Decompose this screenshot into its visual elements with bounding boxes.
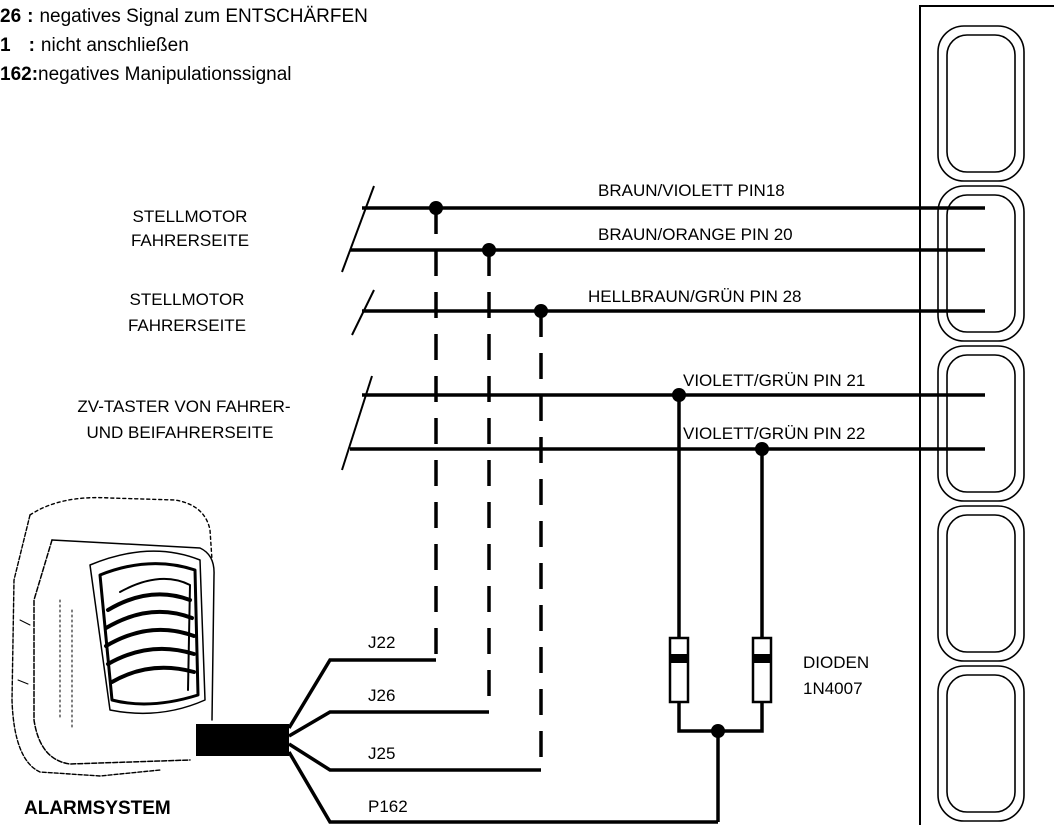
alarm-tap-lines xyxy=(434,208,543,770)
connector-slot xyxy=(937,505,1025,662)
connector-slot xyxy=(937,25,1025,182)
lead-label-j25: J25 xyxy=(368,744,395,763)
connector-block xyxy=(919,5,1054,825)
lead-label-j26: J26 xyxy=(368,686,395,705)
lead-label-p162: P162 xyxy=(368,797,408,816)
alarm-leads xyxy=(287,658,718,824)
wire-label-pin20: BRAUN/ORANGE PIN 20 xyxy=(598,225,793,244)
harness-wires xyxy=(350,206,985,451)
group-stellmotor-2-line1: STELLMOTOR xyxy=(130,290,245,309)
wire-label-pin28: HELLBRAUN/GRÜN PIN 28 xyxy=(588,287,802,306)
connector-frame xyxy=(919,5,1054,825)
diode-icon xyxy=(751,636,773,704)
wire-label-pin18: BRAUN/VIOLETT PIN18 xyxy=(598,181,785,200)
connector-slot xyxy=(937,665,1025,822)
wire-labels: BRAUN/VIOLETT PIN18 BRAUN/ORANGE PIN 20 … xyxy=(588,181,865,443)
diode-circuit xyxy=(668,395,773,822)
junction-pin28 xyxy=(534,304,548,318)
alarm-unit-icon xyxy=(11,496,215,777)
diode-icon xyxy=(668,636,690,704)
junction-dots xyxy=(429,201,769,738)
connector-plug-icon xyxy=(196,724,289,756)
legend: 26:negatives Signal zum ENTSCHÄRFEN 1:ni… xyxy=(0,6,368,85)
alarm-system-label: ALARMSYSTEM xyxy=(24,798,171,819)
legend-item-26: 26:negatives Signal zum ENTSCHÄRFEN xyxy=(0,6,368,27)
diodes-label-line1: DIODEN xyxy=(803,653,869,672)
group-zv-taster-line1: ZV-TASTER VON FAHRER- xyxy=(77,397,290,416)
group-labels: STELLMOTOR FAHRERSEITE STELLMOTOR FAHRER… xyxy=(77,207,290,442)
wire-label-pin21: VIOLETT/GRÜN PIN 21 xyxy=(683,371,865,390)
group-stellmotor-1-line2: FAHRERSEITE xyxy=(131,231,249,250)
wire-label-pin22: VIOLETT/GRÜN PIN 22 xyxy=(683,424,865,443)
group-stellmotor-1-line1: STELLMOTOR xyxy=(133,207,248,226)
diodes-label-line2: 1N4007 xyxy=(803,679,863,698)
group-zv-taster-line2: UND BEIFAHRERSEITE xyxy=(86,423,273,442)
lead-label-j22: J22 xyxy=(368,633,395,652)
legend-item-1: 1:nicht anschließen xyxy=(0,35,189,56)
connector-slot xyxy=(937,345,1025,502)
group-stellmotor-2-line2: FAHRERSEITE xyxy=(128,316,246,335)
connector-slot xyxy=(937,185,1025,342)
junction-pin18 xyxy=(429,201,443,215)
wire-break-marks xyxy=(341,185,375,471)
junction-pin20 xyxy=(482,243,496,257)
legend-item-162: 162:negatives Manipulationssignal xyxy=(0,64,292,85)
